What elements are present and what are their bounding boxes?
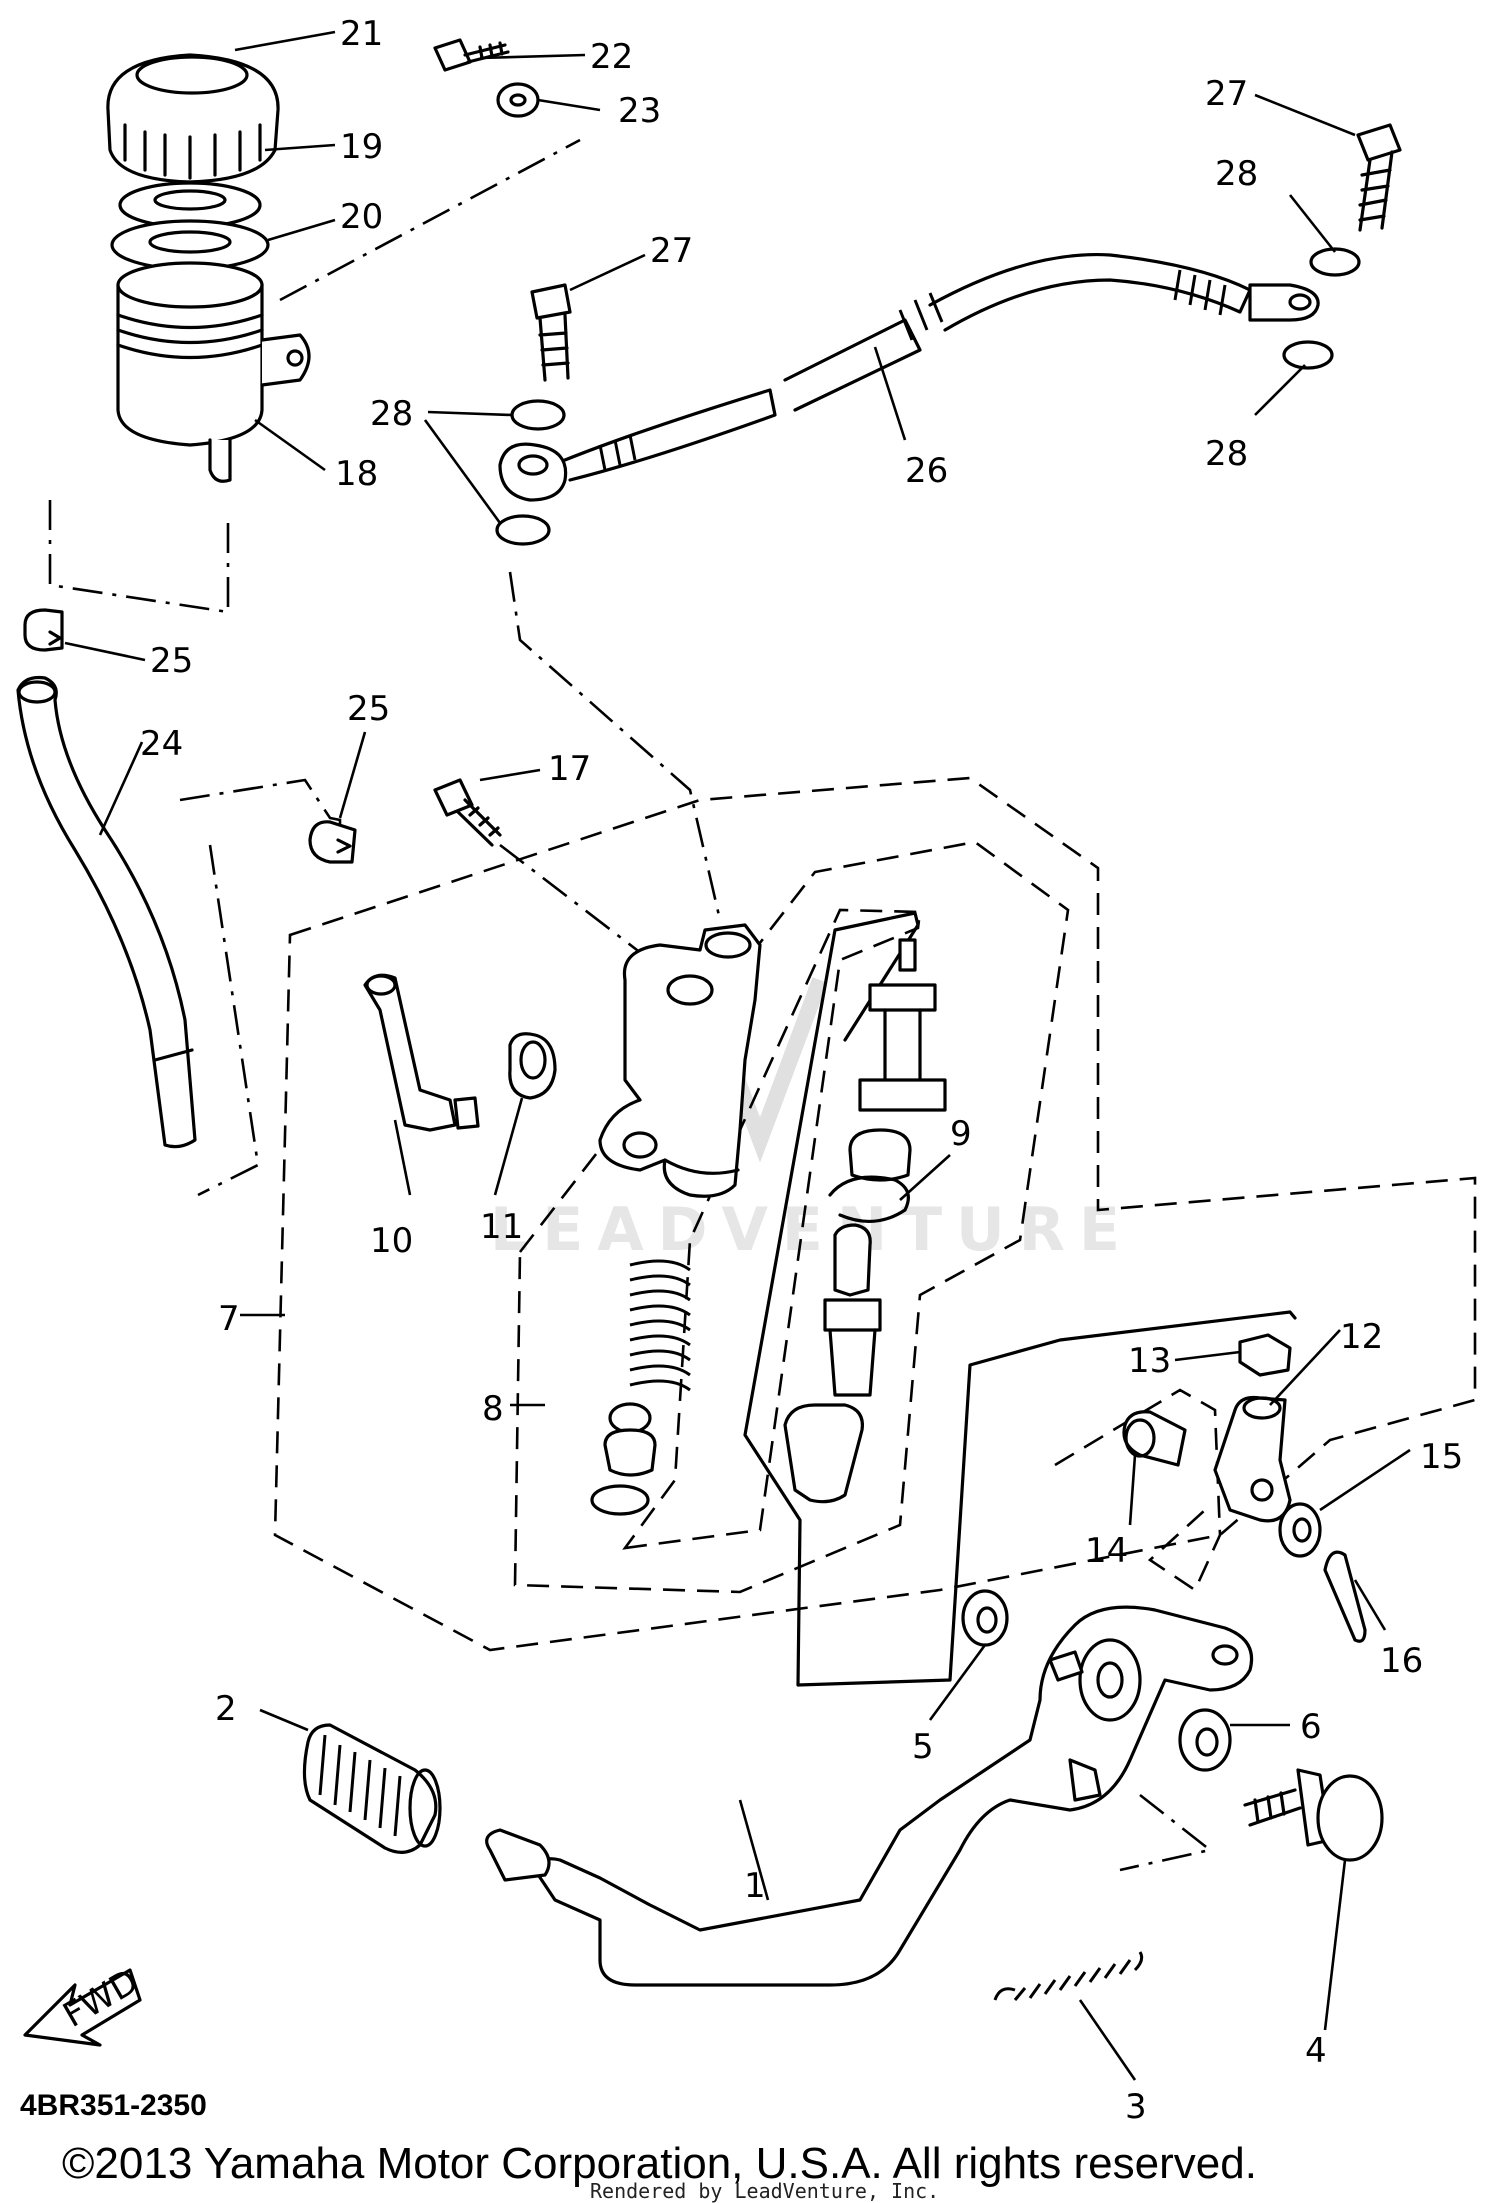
pedal-rubber-2-part bbox=[302, 1723, 442, 1854]
dust-boot-part bbox=[783, 1403, 864, 1504]
rendered-by-text: Rendered by LeadVenture, Inc. bbox=[590, 2179, 939, 2203]
leader-lines bbox=[64, 30, 1411, 2081]
reservoir-body-part bbox=[116, 261, 311, 483]
piston-kit-outline bbox=[743, 911, 1297, 1687]
label-3: 3 bbox=[1125, 2087, 1147, 2127]
label-14: 14 bbox=[1085, 1531, 1128, 1571]
pedal-spring-link bbox=[1119, 1793, 1213, 1872]
brake-hose-26-part bbox=[563, 252, 1320, 482]
nut-13-part bbox=[1238, 1333, 1292, 1377]
label-20: 20 bbox=[340, 197, 383, 237]
washer-28-left-bottom bbox=[495, 514, 551, 546]
bolt17-link-line bbox=[499, 843, 651, 962]
copyright-text: ©2013 Yamaha Motor Corporation, U.S.A. A… bbox=[62, 2139, 1257, 2188]
label-25-lower: 25 bbox=[347, 689, 390, 729]
label-8: 8 bbox=[482, 1389, 504, 1429]
grommet-11-part bbox=[508, 1032, 557, 1100]
hose-24-part bbox=[16, 675, 197, 1149]
washer-28-right-bottom bbox=[1282, 340, 1334, 370]
label-25-top: 25 bbox=[150, 641, 193, 681]
label-12: 12 bbox=[1340, 1317, 1383, 1357]
reservoir-cap-part bbox=[106, 53, 280, 184]
label-1: 1 bbox=[744, 1866, 766, 1906]
label-13: 13 bbox=[1128, 1341, 1171, 1381]
clevis-12-part bbox=[1213, 1395, 1292, 1523]
fwd-arrow-icon: FWD bbox=[23, 1961, 145, 2047]
label-17: 17 bbox=[548, 749, 591, 789]
hose-clip-25-top bbox=[23, 608, 64, 652]
washer-15-part bbox=[1278, 1502, 1322, 1558]
label-4: 4 bbox=[1305, 2031, 1327, 2071]
washer-6-part bbox=[1178, 1708, 1232, 1772]
label-7: 7 bbox=[218, 1299, 240, 1339]
label-16: 16 bbox=[1380, 1641, 1423, 1681]
hose24-side-line bbox=[197, 844, 260, 1197]
hose-clip-25-lower bbox=[308, 820, 357, 864]
return-spring-3-part bbox=[993, 1951, 1144, 2001]
assembly-7-outline bbox=[273, 776, 1477, 1652]
push-rod-part bbox=[858, 938, 947, 1112]
circlip-9-part bbox=[828, 1128, 912, 1224]
brake-pedal-1-part bbox=[485, 1605, 1254, 1987]
label-19: 19 bbox=[340, 127, 383, 167]
union-bolt-27-left-part bbox=[530, 283, 572, 382]
label-27-right: 27 bbox=[1205, 74, 1248, 114]
label-26: 26 bbox=[905, 451, 948, 491]
cotter-pin-16-part bbox=[1323, 1550, 1367, 1643]
washer-28-left-top bbox=[510, 399, 566, 431]
label-27-left: 27 bbox=[650, 231, 693, 271]
pivot-bolt-4-part bbox=[1243, 1768, 1384, 1862]
bolt-17-part bbox=[433, 778, 502, 847]
reservoir-link-line bbox=[48, 500, 230, 614]
label-18: 18 bbox=[335, 454, 378, 494]
spring-8-part bbox=[629, 1259, 691, 1392]
washer-23-part bbox=[496, 82, 540, 118]
clevis-kit-outline bbox=[1054, 1388, 1222, 1592]
label-28-right-top: 28 bbox=[1215, 154, 1258, 194]
label-9: 9 bbox=[950, 1114, 972, 1154]
union-bolt-27-right-part bbox=[1356, 123, 1402, 232]
watermark-text: LEADVENTURE bbox=[490, 1195, 1134, 1265]
label-23: 23 bbox=[618, 91, 661, 131]
label-22: 22 bbox=[590, 37, 633, 77]
piston-part bbox=[823, 1223, 882, 1397]
assembly-8-inner bbox=[622, 908, 922, 1550]
assembly-8-outline bbox=[513, 840, 1070, 1594]
label-21: 21 bbox=[340, 14, 383, 54]
label-28-right-bottom: 28 bbox=[1205, 434, 1248, 474]
label-11: 11 bbox=[480, 1207, 523, 1247]
check-valve-parts bbox=[590, 1402, 657, 1516]
diagram-code: 4BR351-2350 bbox=[20, 2089, 207, 2122]
hose-joint-10-part bbox=[363, 973, 480, 1132]
label-10: 10 bbox=[370, 1221, 413, 1261]
clevis-pin-14-part bbox=[1122, 1410, 1187, 1467]
washer-28-right-top bbox=[1309, 247, 1361, 277]
label-15: 15 bbox=[1420, 1437, 1463, 1477]
bolt-22-part bbox=[433, 38, 510, 72]
label-5: 5 bbox=[912, 1727, 934, 1767]
master-cylinder-body bbox=[598, 923, 762, 1198]
callout-labels: 1 2 3 4 5 6 7 8 9 10 11 12 13 14 15 16 1… bbox=[140, 14, 1463, 2127]
hose24-box-line bbox=[179, 778, 342, 830]
hose-link-line bbox=[508, 571, 722, 921]
label-24: 24 bbox=[140, 724, 183, 764]
label-2: 2 bbox=[215, 1689, 237, 1729]
label-28-left: 28 bbox=[370, 394, 413, 434]
reservoir-bolt-link bbox=[279, 138, 581, 302]
banjo-fitting-left bbox=[498, 442, 568, 502]
label-6: 6 bbox=[1300, 1707, 1322, 1747]
washer-5-part bbox=[961, 1589, 1009, 1647]
